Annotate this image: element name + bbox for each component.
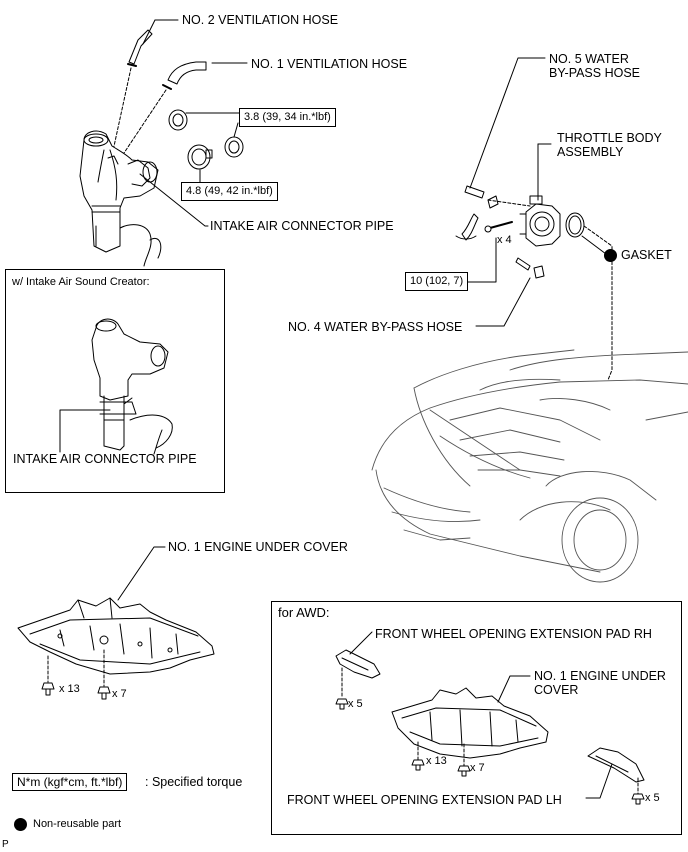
torque-desc-legend: : Specified torque — [145, 775, 243, 789]
bypass-hoses-drawing — [455, 185, 545, 279]
no1-ventilation-hose-drawing — [162, 61, 207, 90]
pad-lh-bolt-qty: x 5 — [645, 792, 660, 804]
intake-pipe-label: INTAKE AIR CONNECTOR PIPE — [210, 219, 394, 233]
sound-creator-pipe-drawing — [91, 318, 173, 455]
clamp-small-torque: 3.8 (39, 34 in.*lbf) — [239, 108, 336, 127]
no5-water-bypass-label-2: BY-PASS HOSE — [549, 66, 641, 80]
page-marker: P — [2, 839, 9, 850]
sound-creator-title: w/ Intake Air Sound Creator: — [12, 276, 150, 288]
awd-under-cover-label-1: NO. 1 ENGINE UNDER — [534, 669, 666, 683]
under-cover-bolt-qty-b: x 7 — [112, 688, 127, 700]
bolt-icon-b — [97, 686, 111, 700]
awd-inset-title: for AWD: — [278, 605, 330, 620]
throttle-body-label-2: ASSEMBLY — [557, 145, 624, 159]
awd-under-cover-bolt-qty-a: x 13 — [426, 755, 447, 767]
no2-ventilation-hose-drawing — [127, 29, 153, 67]
hose-clamps-drawing — [168, 109, 244, 170]
engine-under-cover-drawing — [17, 597, 215, 675]
throttle-body-drawing — [519, 195, 561, 247]
torque-unit-legend: N*m (kgf*cm, ft.*lbf) — [12, 773, 128, 791]
throttle-bolt-qty: x 4 — [497, 234, 512, 246]
bolt-icon-awd — [335, 698, 645, 805]
awd-under-cover-drawing — [391, 687, 549, 759]
pad-lh-label: FRONT WHEEL OPENING EXTENSION PAD LH — [287, 793, 562, 807]
gasket-label: GASKET — [621, 248, 672, 262]
throttle-bolt-torque: 10 (102, 7) — [405, 272, 469, 291]
non-reusable-legend-label: Non-reusable part — [33, 818, 122, 830]
gasket-drawing — [565, 212, 585, 238]
no1-ventilation-hose-label: NO. 1 VENTILATION HOSE — [251, 57, 408, 71]
intake-pipe-drawing — [79, 130, 159, 253]
non-reusable-legend-icon — [14, 818, 27, 831]
awd-under-cover-label-2: COVER — [534, 683, 579, 697]
bolt-icon-a — [41, 682, 55, 696]
under-cover-bolt-qty-a: x 13 — [59, 683, 80, 695]
no5-water-bypass-label-1: NO. 5 WATER — [549, 52, 629, 66]
pad-rh-drawing — [335, 649, 381, 679]
clamp-large-torque: 4.8 (49, 42 in.*lbf) — [181, 182, 278, 201]
awd-under-cover-bolt-qty-b: x 7 — [470, 762, 485, 774]
pad-rh-label: FRONT WHEEL OPENING EXTENSION PAD RH — [375, 627, 652, 641]
sound-creator-pipe-label: INTAKE AIR CONNECTOR PIPE — [13, 452, 197, 466]
awd-inset — [271, 601, 682, 835]
throttle-body-label-1: THROTTLE BODY — [557, 131, 662, 145]
pad-rh-bolt-qty: x 5 — [348, 698, 363, 710]
no2-ventilation-hose-label: NO. 2 VENTILATION HOSE — [182, 13, 339, 27]
vehicle-front-drawing — [371, 349, 688, 583]
no4-water-bypass-label: NO. 4 WATER BY-PASS HOSE — [288, 320, 463, 334]
engine-under-cover-label: NO. 1 ENGINE UNDER COVER — [168, 540, 348, 554]
non-reusable-marker-gasket — [604, 249, 617, 262]
sound-creator-inset — [5, 269, 225, 493]
